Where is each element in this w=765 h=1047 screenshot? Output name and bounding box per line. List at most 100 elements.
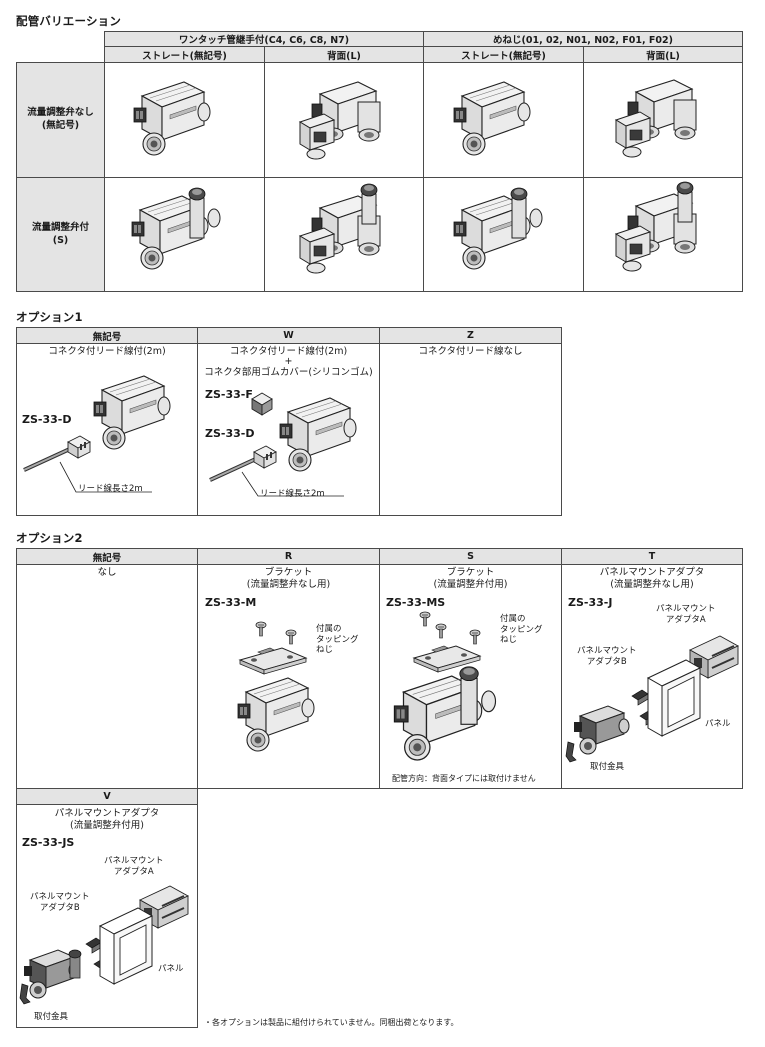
option2-part-t: ZS-33-J [568,596,613,609]
option2-header-s: S [379,548,562,565]
option2-s-note: 配管方向：背面タイプには取付けません [392,774,536,783]
piping-col-back-1: 背面(L) [264,46,424,63]
option2-header-none: 無記号 [16,548,198,565]
option1-section-title: オプション1 [16,310,83,324]
option2-r-screw-1 [255,621,267,637]
option2-header-t: T [561,548,743,565]
option1-lead-length-label-1: リード線長さ2m [78,484,143,494]
option2-header-r: R [197,548,380,565]
option2-s-screw-2 [435,623,447,639]
option1-cell-z [379,343,562,516]
option2-r-screw-label-1: 付属の [316,624,342,634]
option2-t-adapter-a-label-2: アダプタA [665,614,706,625]
option2-s-screw-label-1: 付属の [500,614,526,624]
option2-t-panel-image [647,659,701,737]
option2-desc-r-line2: (流量調整弁なし用) [246,579,331,590]
option1-sensor-image-1 [93,375,171,450]
option2-v-adapter-b-label-2: アダプタB [39,902,80,913]
option2-desc-t-line2: (流量調整弁なし用) [610,579,694,590]
option1-lead-length-label-2: リード線長さ2m [260,489,325,499]
piping-group-one-touch-header: ワンタッチ管継手付(C4, C6, C8, N7) [104,31,424,47]
one-touch-straight-valve-image [130,196,225,276]
piping-col-straight-1: ストレート(無記号) [104,46,265,63]
option1-part-d-2: ZS-33-D [205,427,255,440]
option1-part-f: ZS-33-F [205,388,253,401]
option1-desc-w-plus: + [284,356,293,367]
option1-lead-leader-2 [241,471,344,497]
piping-cell-r2c4 [583,177,743,292]
female-straight-valve-image [452,196,547,276]
option2-s-screw-3 [469,629,481,645]
option1-header-none: 無記号 [16,327,198,344]
piping-col-back-2: 背面(L) [583,46,743,63]
option2-s-screw-label-2: タッピング [500,624,543,635]
option2-v-adapter-b-label: パネルマウント アダプタB [30,892,90,913]
option2-t-adapter-b-label-1: パネルマウント [577,646,637,656]
piping-row-valve-header: 流量調整弁付 (S) [16,177,105,292]
row-no-valve-line1: 流量調整弁なし [27,107,94,119]
option2-v-adapter-a-label-1: パネルマウント [104,856,164,866]
option2-s-screw-label-3: ねじ [500,635,518,646]
option2-r-screw-label-3: ねじ [316,645,334,656]
option2-v-panel-label: パネル [158,964,184,974]
option1-desc-z: コネクタ付リード線なし [418,346,523,357]
option2-desc-t-line1: パネルマウントアダプタ [599,567,705,578]
one-touch-back-image [299,81,381,160]
option1-header-z: Z [379,327,562,344]
option2-desc-s-line2: (流量調整弁付用) [433,579,508,590]
option2-r-screw-2 [285,629,297,645]
option2-desc-v-line2: (流量調整弁付用) [70,820,144,831]
option2-t-adapter-a-label: パネルマウント アダプタA [656,604,716,625]
option2-part-r: ZS-33-M [205,596,257,609]
option1-desc-w-line2: コネクタ部用ゴムカバー(シリコンゴム) [204,367,373,378]
option1-lead-leader-1 [59,461,152,493]
option2-v-adapter-a-label: パネルマウント アダプタA [104,856,164,877]
piping-section-title: 配管バリエーション [16,14,122,28]
one-touch-straight-image [133,81,211,156]
option1-rubber-cover-image [251,392,273,416]
piping-col-straight-2: ストレート(無記号) [423,46,584,63]
option2-t-fitting-image [565,741,577,763]
female-straight-image [453,81,531,156]
option2-t-adapter-b-label-2: アダプタB [586,656,627,667]
female-back-image [615,79,697,158]
option2-r-bracket-image [239,647,307,675]
option2-t-adapter-b-label: パネルマウント アダプタB [577,646,637,667]
row-no-valve-line2: (無記号) [41,120,80,131]
option2-part-s: ZS-33-MS [386,596,446,609]
option2-r-screw-label-2: タッピング [316,634,359,645]
row-valve-line2: (S) [52,234,69,246]
female-back-valve-image [614,194,704,279]
option2-r-sensor-image [237,677,315,752]
option2-t-fitting-label: 取付金具 [590,762,625,772]
option2-v-adapter-b-label-1: パネルマウント [30,892,90,902]
option2-desc-s-line1: ブラケット [446,567,495,578]
option2-desc-none: なし [97,567,117,578]
option1-desc-none: コネクタ付リード線付(2m) [48,346,166,357]
option2-s-screw-label: 付属の タッピング ねじ [500,614,543,646]
option2-v-sensor-image [23,949,82,999]
piping-group-female-header: めねじ(01, 02, N01, N02, F01, F02) [423,31,743,47]
option1-part-d-1: ZS-33-D [22,413,72,426]
option2-section-title: オプション2 [16,531,83,545]
option2-v-panel-image [99,907,153,985]
one-touch-back-valve-image [298,196,388,281]
option2-desc-r-line1: ブラケット [264,567,313,578]
option2-s-sensor-image [392,676,502,766]
option2-t-adapter-a-label-1: パネルマウント [656,604,716,614]
option2-v-adapter-a-label-2: アダプタA [113,866,154,877]
option2-header-v: V [16,788,198,805]
row-valve-line1: 流量調整弁付 [31,221,89,233]
option2-cell-none [16,564,198,789]
piping-row-no-valve-header: 流量調整弁なし (無記号) [16,62,105,178]
option2-v-fitting-label: 取付金具 [34,1012,69,1022]
option2-t-panel-label: パネル [705,719,731,729]
footnote: ・各オプションは製品に組付けられていません。同梱出荷となります。 [204,1018,459,1027]
option1-header-w: W [197,327,380,344]
option2-t-sensor-image [573,705,630,755]
option2-desc-v-line1: パネルマウントアダプタ [54,808,160,819]
option2-s-screw-1 [419,611,431,627]
option2-r-screw-label: 付属の タッピング ねじ [316,624,359,656]
option2-part-v: ZS-33-JS [22,836,75,849]
option1-desc-w-line1: コネクタ付リード線付(2m) [229,346,348,357]
